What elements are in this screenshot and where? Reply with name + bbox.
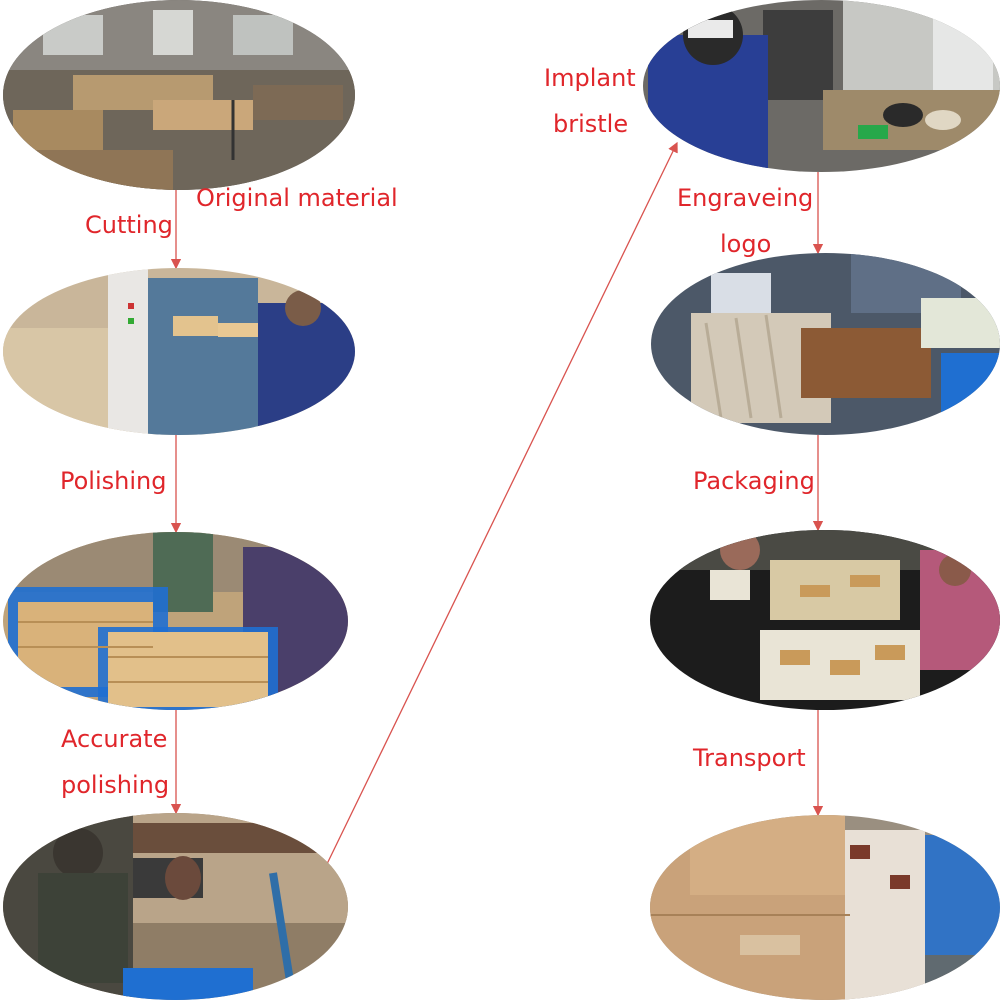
label-accurate-polishing-line1: Accurate xyxy=(61,725,168,753)
label-packaging: Packaging xyxy=(693,467,815,495)
label-engraving-logo-line1: Engraveing xyxy=(677,184,814,212)
polishing-photo xyxy=(3,532,348,710)
label-cutting: Cutting xyxy=(85,211,173,239)
label-original-material: Original material xyxy=(196,184,398,212)
accurate-polishing-photo xyxy=(3,813,348,1000)
label-accurate-polishing-line2: polishing xyxy=(61,771,170,799)
cutting-photo xyxy=(3,268,355,435)
label-engraving-logo-line2: logo xyxy=(720,230,772,258)
label-polishing: Polishing xyxy=(60,467,167,495)
packaging-photo xyxy=(650,530,1000,710)
implant-bristle-photo xyxy=(643,0,1000,172)
label-implant-bristle-line1: Implant xyxy=(544,64,636,92)
label-implant-bristle-line2: bristle xyxy=(553,110,629,138)
engraving-logo-photo xyxy=(651,253,1000,435)
original-material-photo xyxy=(3,0,355,190)
transport-photo xyxy=(650,815,1000,1000)
arrow-accurate-to-implant xyxy=(325,141,678,867)
label-transport: Transport xyxy=(693,744,806,772)
